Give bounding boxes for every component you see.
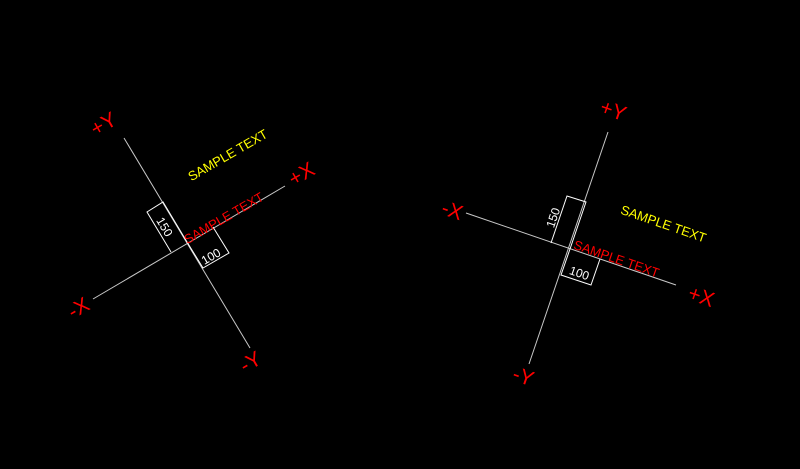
right-label-plus-y: +Y xyxy=(597,96,629,126)
right-dim-150-label: 150 xyxy=(543,206,563,230)
right-x-axis xyxy=(465,212,677,286)
right-dim-150-box xyxy=(550,195,587,250)
right-label-minus-y: -Y xyxy=(509,363,536,392)
right-label-plus-x: +X xyxy=(685,282,717,312)
right-dim-100-label: 100 xyxy=(568,263,592,283)
left-dim-100-label: 100 xyxy=(199,245,224,267)
left-sample-text-yellow: SAMPLE TEXT xyxy=(185,126,270,184)
left-label-plus-y: +Y xyxy=(87,108,121,141)
right-sample-text-yellow: SAMPLE TEXT xyxy=(619,202,708,245)
left-label-minus-x: -X xyxy=(64,293,94,323)
left-coordinate-diagram: 150 100 SAMPLE TEXT SAMPLE TEXT +Y -Y +X… xyxy=(64,108,319,378)
right-label-minus-x: -X xyxy=(438,197,465,226)
left-x-axis xyxy=(92,185,286,300)
left-dim-100-box xyxy=(186,226,230,269)
left-sample-text-red: SAMPLE TEXT xyxy=(181,189,266,247)
left-label-plus-x: +X xyxy=(285,158,319,191)
left-label-minus-y: -Y xyxy=(236,347,266,377)
left-dim-150-box xyxy=(146,201,188,253)
right-coordinate-diagram: 150 100 SAMPLE TEXT SAMPLE TEXT +Y -Y +X… xyxy=(438,96,717,391)
right-dim-100-box xyxy=(560,248,601,286)
left-y-axis xyxy=(123,137,251,349)
